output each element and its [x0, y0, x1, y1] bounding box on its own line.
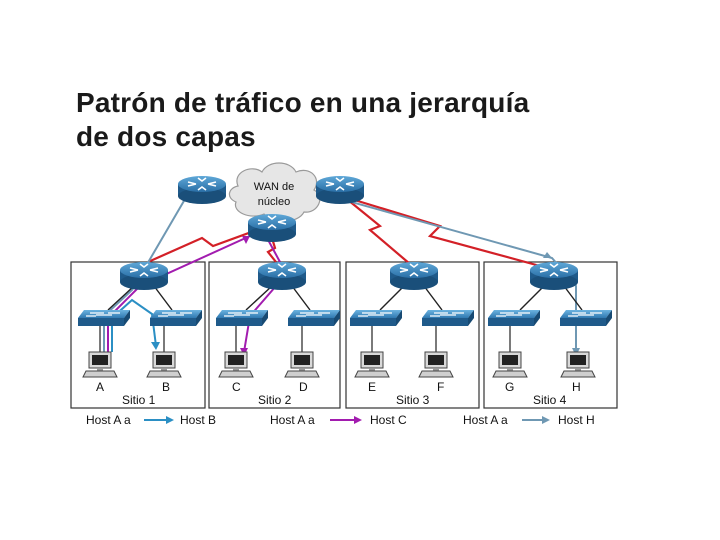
host-label-e: E [368, 380, 376, 394]
site-1-router [119, 261, 169, 291]
host-label-h: H [572, 380, 581, 394]
wan-label-1: WAN de [254, 181, 295, 193]
site-2-frame [208, 261, 341, 409]
site-3-frame [345, 261, 480, 409]
site-3-router [389, 261, 439, 291]
host-h-pc [560, 351, 596, 378]
legend-3-to: Host H [558, 413, 595, 427]
host-c-pc [218, 351, 254, 378]
legend-1-from: Host A a [86, 413, 131, 427]
site-4-label: Sitio 4 [533, 393, 567, 407]
wan-link-site4 [347, 196, 541, 268]
core-router-left [177, 175, 227, 205]
traffic-a-to-c [107, 235, 281, 353]
page-title: Patrón de tráfico en una jerarquía de do… [76, 86, 696, 154]
legend-1-to: Host B [180, 413, 216, 427]
host-f-pc [418, 351, 454, 378]
core-router-bottom [247, 213, 297, 243]
title-line-2: de dos capas [76, 121, 256, 152]
site-2-switch-b [287, 309, 341, 327]
host-label-a: A [96, 380, 104, 394]
site-4-switch-b [559, 309, 613, 327]
legend-2-to: Host C [370, 413, 407, 427]
site-1-switch-a [77, 309, 131, 327]
host-d-pc [284, 351, 320, 378]
site-1-frame [70, 261, 206, 409]
host-links [99, 324, 511, 352]
site-1-label: Sitio 1 [122, 393, 156, 407]
legend-2-from: Host A a [270, 413, 315, 427]
site-2-router [257, 261, 307, 291]
host-e-pc [354, 351, 390, 378]
host-label-g: G [505, 380, 514, 394]
wan-cloud [228, 162, 321, 222]
host-label-f: F [437, 380, 444, 394]
host-label-b: B [162, 380, 170, 394]
wan-link-site1 [147, 224, 269, 264]
site-uplinks [107, 285, 583, 311]
title-line-1: Patrón de tráfico en una jerarquía [76, 87, 530, 118]
host-a-pc [82, 351, 118, 378]
host-g-pc [492, 351, 528, 378]
site-2-label: Sitio 2 [258, 393, 292, 407]
site-2-switch-a [215, 309, 269, 327]
wan-label-2: núcleo [258, 196, 290, 208]
site-4-router [529, 261, 579, 291]
host-b-pc [146, 351, 182, 378]
wan-link-site3 [347, 199, 411, 265]
host-label-d: D [299, 380, 308, 394]
core-router-right [315, 175, 365, 205]
site-1-switch-b [149, 309, 203, 327]
legend: Host A a Host B Host A a Host C Host A a… [86, 413, 595, 427]
host-label-c: C [232, 380, 241, 394]
site-4-switch-a [487, 309, 541, 327]
site-3-switch-b [421, 309, 475, 327]
site-3-switch-a [349, 309, 403, 327]
legend-3-from: Host A a [463, 413, 508, 427]
wan-link-site2 [266, 237, 277, 263]
site-3-label: Sitio 3 [396, 393, 430, 407]
site-4-frame [483, 261, 618, 409]
